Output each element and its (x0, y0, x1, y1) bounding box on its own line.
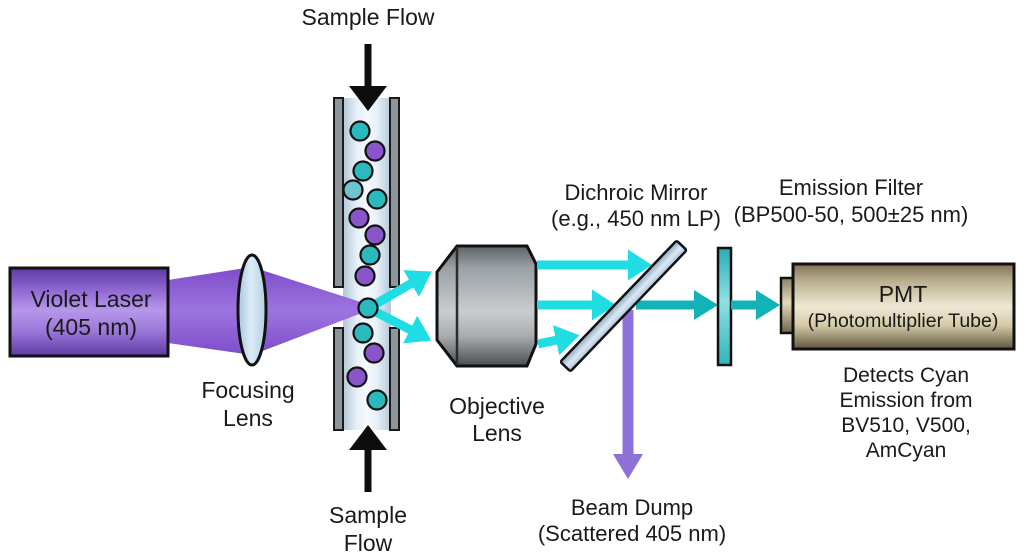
label-pmt-note-line4: AmCyan (865, 439, 947, 462)
emission-arrow-up (371, 270, 432, 309)
label-dichroic-mirror-line2: (e.g., 450 nm LP) (551, 206, 721, 231)
label-violet-laser-line2: (405 nm) (44, 314, 138, 340)
particle-teal (366, 188, 388, 210)
label-objective-lens-line1: Objective (449, 393, 545, 419)
label-sample-flow-top: Sample Flow (302, 3, 435, 31)
particle-purple (364, 140, 386, 162)
label-focusing-lens-line1: Focusing (201, 377, 295, 403)
particle-teal (359, 244, 381, 266)
label-pmt-note: Detects Cyan Emission from BV510, V500, … (839, 363, 972, 463)
particle-purple (346, 366, 368, 388)
label-objective-lens-line2: Lens (472, 420, 522, 446)
label-pmt-note-line1: Detects Cyan (842, 364, 970, 387)
flow-cell-wall-left-bottom (333, 327, 344, 431)
label-pmt-note-line3: BV510, V500, (841, 414, 971, 437)
label-pmt: PMT (Photomultiplier Tube) (808, 280, 999, 334)
violet-laser-box (8, 266, 170, 358)
emission-arrow-down (371, 306, 432, 344)
laser-beam-collimated (168, 267, 252, 355)
label-emission-filter: Emission Filter (BP500-50, 500±25 nm) (734, 174, 969, 228)
flow-cell-wall-left-top (333, 97, 344, 288)
label-beam-dump-line1: Beam Dump (570, 495, 694, 520)
label-emission-filter-line2: (BP500-50, 500±25 nm) (733, 202, 969, 227)
particle-teal (349, 120, 371, 142)
label-beam-dump-line2: (Scattered 405 nm) (537, 521, 727, 546)
label-pmt-note-line2: Emission from (839, 389, 973, 412)
label-sample-flow-bottom-line1: Sample (329, 502, 407, 528)
laser-beam-focused (252, 267, 367, 355)
particle-teal (352, 322, 374, 344)
label-dichroic-mirror: Dichroic Mirror (e.g., 450 nm LP) (551, 180, 721, 232)
label-pmt-line1: PMT (878, 281, 928, 307)
particle-at-focus (357, 297, 379, 319)
label-sample-flow-bottom-line2: Flow (343, 530, 393, 556)
particle-purple (364, 224, 386, 246)
emission-filter-shape (716, 246, 733, 367)
dichroic-mirror-shape (559, 240, 688, 372)
label-dichroic-mirror-line1: Dichroic Mirror (564, 180, 708, 205)
particle-stream (342, 120, 388, 411)
label-sample-flow-bottom: Sample Flow (329, 501, 407, 557)
label-objective-lens: Objective Lens (449, 393, 545, 447)
dichroic-mirror-slab (559, 240, 688, 372)
flow-cell-wall-right-bottom (389, 327, 400, 431)
collimated-arrow-bottom (537, 325, 580, 356)
label-violet-laser: Violet Laser (405 nm) (30, 285, 151, 341)
particle-purple (348, 207, 370, 229)
label-emission-filter-line1: Emission Filter (778, 175, 924, 200)
particle-teal-light (342, 179, 364, 201)
particle-teal (352, 160, 374, 182)
focusing-lens-shape (236, 253, 268, 367)
label-pmt-line2: (Photomultiplier Tube) (807, 310, 999, 332)
label-focusing-lens-line2: Lens (223, 405, 273, 431)
particle-purple (354, 265, 376, 287)
particle-purple (363, 342, 385, 364)
label-violet-laser-line1: Violet Laser (30, 286, 152, 312)
flow-cell-wall-right-top (389, 97, 400, 288)
particle-teal (366, 389, 388, 411)
label-beam-dump: Beam Dump (Scattered 405 nm) (538, 495, 726, 547)
pmt-body (791, 262, 1016, 351)
label-sample-flow-top-text: Sample Flow (301, 4, 435, 30)
objective-lens-barrel (435, 244, 538, 368)
label-focusing-lens: Focusing Lens (201, 376, 294, 432)
